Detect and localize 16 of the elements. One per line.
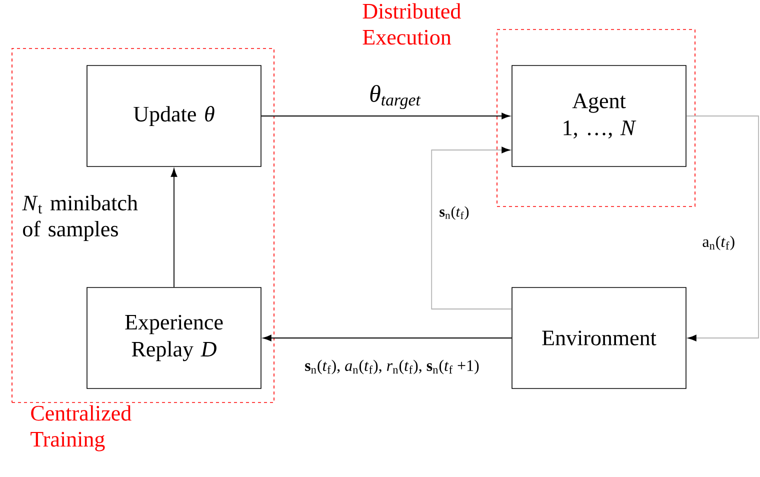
process-box: Update θ bbox=[86, 65, 262, 167]
edge-label: θ$_{target}$ bbox=[368, 84, 422, 110]
node-label: Distributed Execution bbox=[362, 3, 461, 45]
arrow bbox=[686, 116, 759, 342]
arrow bbox=[260, 112, 510, 120]
process-box: Experience Replay D bbox=[86, 287, 262, 389]
edge-label: s$_{n}$(t$_{f}$), a$_{n}$(t$_{f}$), r$_{n}$(t$_{f}$), s$_{n}$(t$_{f}$ +1) bbox=[304, 358, 480, 376]
arrow bbox=[431, 146, 512, 310]
edge-label: N$_{t}$ minibatch of samples bbox=[21, 194, 154, 242]
edge-label: s$_{n}$(t$_{f}$) bbox=[438, 205, 470, 221]
edge-label: a$_{n}$(t$_{f}$) bbox=[701, 234, 736, 252]
node-label: Centralized Training bbox=[30, 405, 132, 452]
arrow bbox=[262, 334, 512, 342]
process-box: Environment bbox=[512, 287, 686, 389]
arrow bbox=[170, 168, 178, 288]
process-box: Agent 1, …, N bbox=[512, 65, 686, 167]
